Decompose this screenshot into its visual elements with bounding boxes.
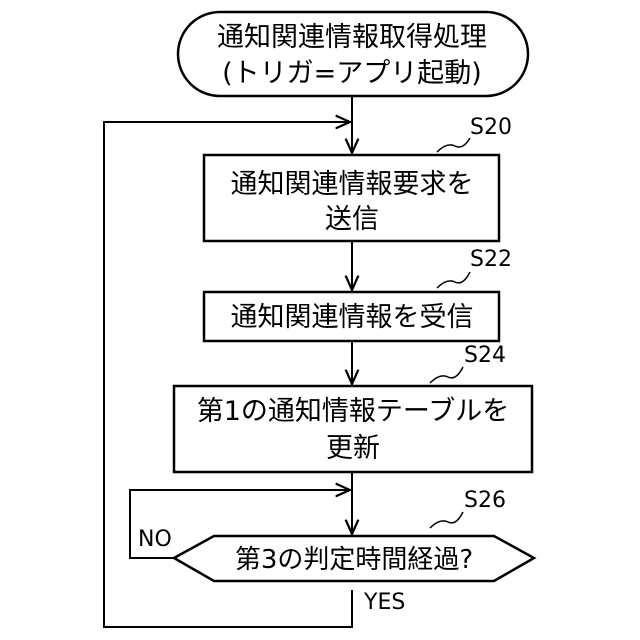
process-s22: 通知関連情報を受信 bbox=[204, 292, 499, 341]
step-id-s24: S24 bbox=[464, 343, 506, 368]
process-s24: 第1の通知情報テーブルを 更新 bbox=[174, 386, 532, 472]
s24-leader-line bbox=[430, 367, 463, 383]
process-s22-line1: 通知関連情報を受信 bbox=[231, 302, 474, 333]
decision-s26-text: 第3の判定時間経過? bbox=[235, 545, 473, 575]
step-id-s20: S20 bbox=[470, 115, 512, 140]
no-label: NO bbox=[138, 527, 172, 552]
process-s24-line2: 更新 bbox=[326, 433, 380, 464]
s22-leader-line bbox=[437, 272, 470, 288]
s20-leader-line bbox=[437, 138, 470, 152]
start-terminal: 通知関連情報取得処理 (トリガ=アプリ起動) bbox=[178, 12, 528, 96]
yes-label: YES bbox=[363, 590, 405, 615]
process-s20-line2: 送信 bbox=[325, 204, 379, 235]
start-title: 通知関連情報取得処理 bbox=[217, 22, 487, 53]
start-trigger: (トリガ=アプリ起動) bbox=[222, 58, 482, 89]
step-id-s22: S22 bbox=[470, 247, 512, 272]
process-s20-line1: 通知関連情報要求を bbox=[231, 169, 474, 200]
s26-leader-line bbox=[430, 512, 463, 528]
step-id-s26: S26 bbox=[464, 488, 506, 513]
decision-s26: 第3の判定時間経過? bbox=[174, 536, 534, 581]
process-s24-line1: 第1の通知情報テーブルを bbox=[197, 396, 510, 427]
process-s20: 通知関連情報要求を 送信 bbox=[204, 155, 499, 241]
